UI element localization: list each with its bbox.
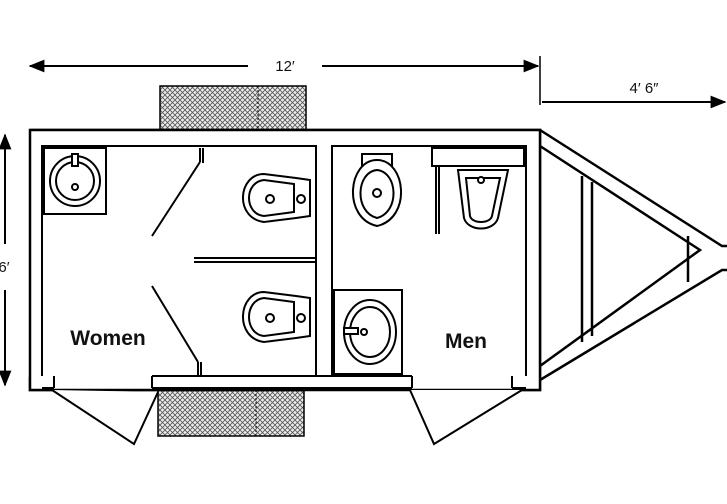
stall-partition-upper — [151, 148, 204, 237]
women-room-label: Women — [70, 327, 145, 350]
dimension-length: 12′ — [28, 56, 541, 105]
dimension-tongue: 4′ 6″ — [542, 80, 727, 109]
men-sink — [333, 289, 403, 375]
trailer-body — [28, 128, 542, 392]
women-door — [51, 389, 159, 446]
bottom-step — [157, 389, 305, 437]
men-urinal — [431, 147, 525, 234]
dimension-width-label: 6′ — [0, 259, 10, 276]
women-sink — [43, 147, 107, 215]
men-toilet — [352, 153, 402, 228]
dimension-length-label: 12′ — [275, 58, 295, 75]
men-door — [409, 389, 523, 446]
dimension-width: 6′ — [0, 133, 12, 387]
men-room-label: Men — [445, 330, 487, 353]
women-toilet-lower — [242, 290, 311, 344]
women-toilet-upper — [242, 172, 311, 224]
dimension-tongue-label: 4′ 6″ — [630, 80, 660, 97]
top-step — [159, 85, 307, 131]
stall-partition-middle — [194, 257, 316, 263]
stall-partition-lower — [151, 285, 202, 376]
trailer-hitch — [539, 128, 727, 382]
